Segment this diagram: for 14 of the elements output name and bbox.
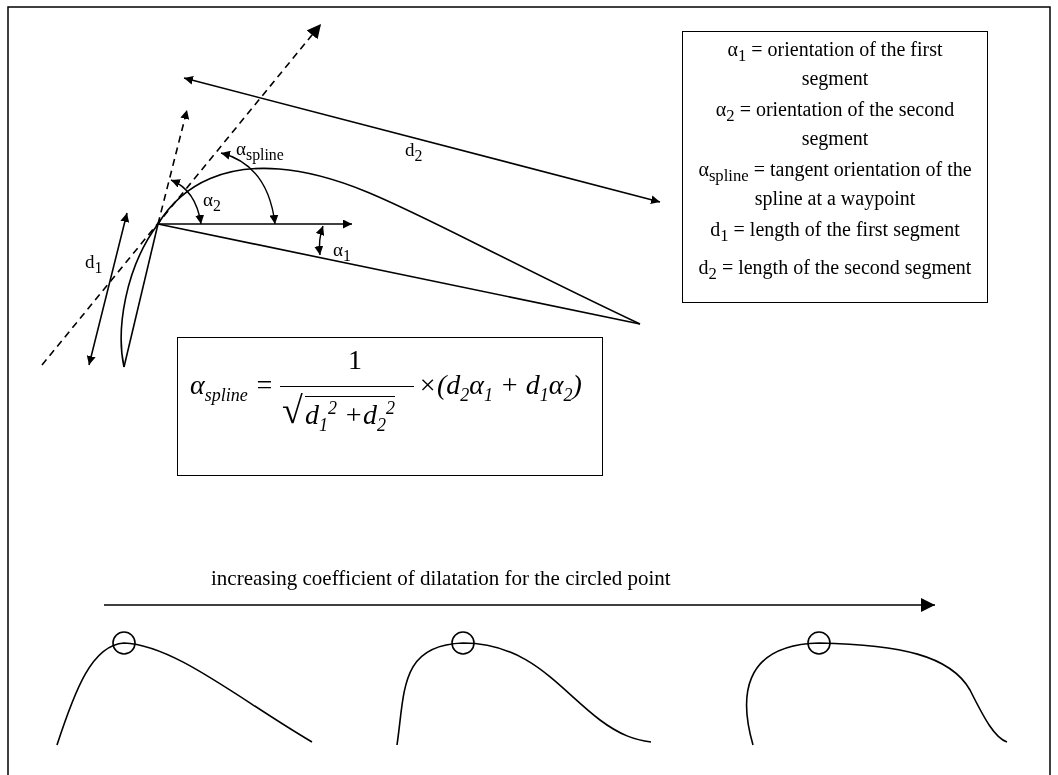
- formula-lhs: α$_{spline}$ =: [190, 371, 274, 404]
- formula-numerator: 1: [348, 346, 362, 374]
- angle-label: α$_{1}$: [333, 240, 351, 264]
- definition-text: d$_{2}$ = length of the second segment: [697, 256, 973, 285]
- dimension-label: d$_{2}$: [405, 140, 423, 164]
- definition-text: d$_{1}$ = length of the first segment: [709, 218, 961, 247]
- formula-box: [177, 337, 603, 476]
- dimension-label: d$_{1}$: [85, 252, 103, 276]
- angle-label: α$_{spline}$: [236, 139, 284, 163]
- angle-label: α$_{2}$: [203, 190, 221, 214]
- radical-sign: √: [282, 391, 303, 429]
- caption-text: increasing coefficient of dilatation for the circled point: [211, 568, 671, 589]
- formula-factor: ×(d$_{2}$α$_{1}$ + d$_{1}$α$_{2}$): [418, 371, 582, 404]
- definition-box: [682, 31, 988, 303]
